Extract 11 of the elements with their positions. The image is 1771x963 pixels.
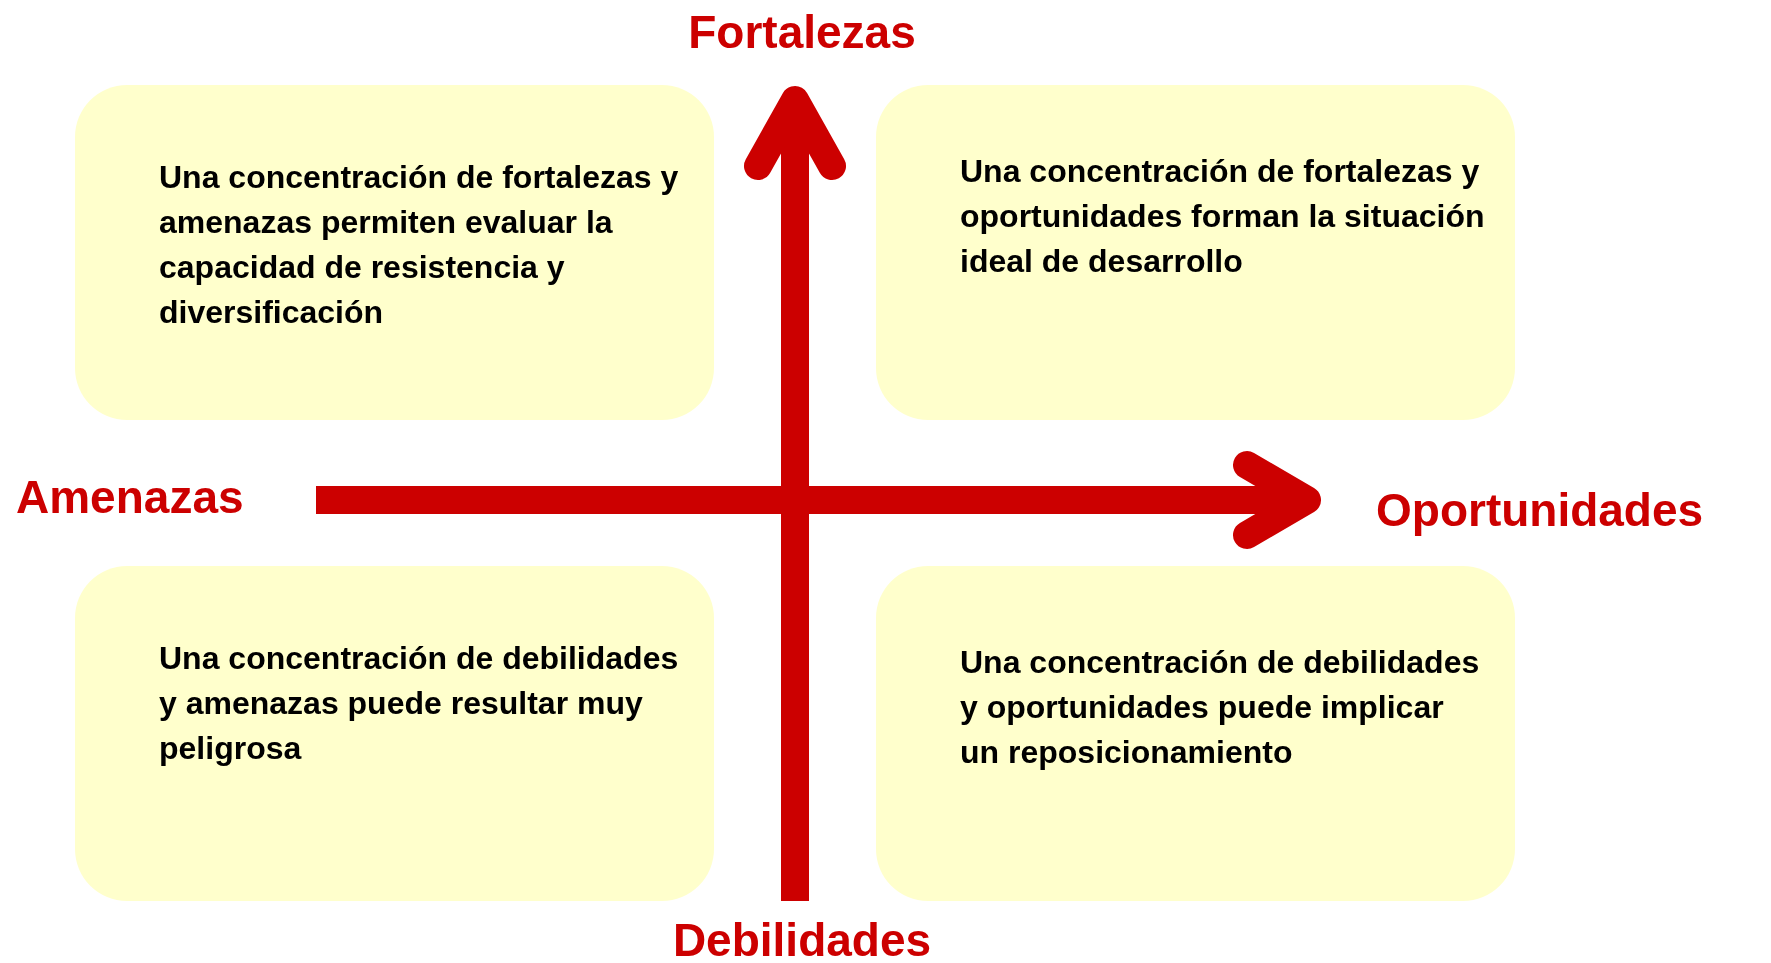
- quadrant-box: [876, 85, 1515, 420]
- quadrant-description: Una concentración de debilidades y amenazas puede resultar muy peligrosa: [159, 639, 680, 768]
- axis-label: Amenazas: [16, 474, 244, 520]
- quadrant-box: [75, 85, 714, 420]
- quadrant-description: Una concentración de fortalezas y amenazas permiten evaluar la capacidad de resistencia y diversificación: [159, 158, 680, 332]
- quadrant-description: Una concentración de fortalezas y oportunidades forman la situación ideal de desarrollo: [960, 152, 1486, 281]
- quadrant-box: [75, 566, 714, 901]
- axis-label: Fortalezas: [688, 9, 916, 55]
- quadrant-box: [876, 566, 1515, 901]
- axis-label: Debilidades: [672, 917, 932, 963]
- quadrant-description: Una concentración de debilidades y oportunidades puede implicar un reposicionamiento: [960, 643, 1481, 772]
